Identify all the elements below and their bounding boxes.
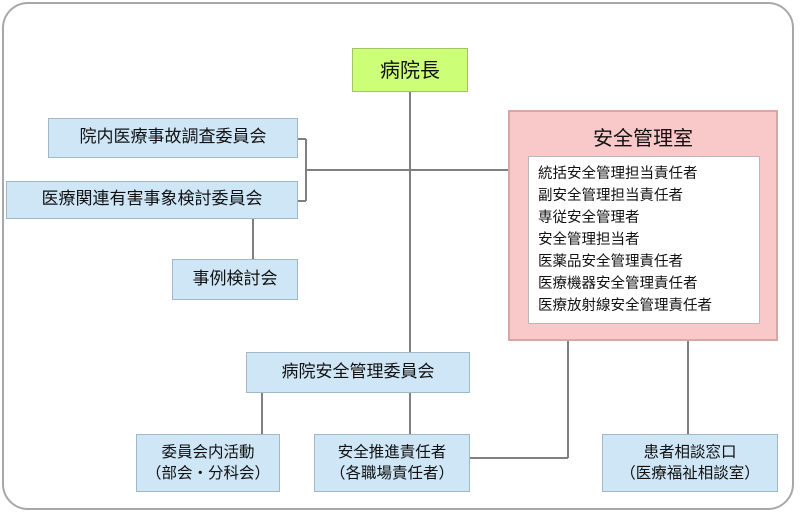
safety-office-member: 専従安全管理者 [538,210,640,226]
safety-promotion-line2: （各職場責任者） [329,464,454,482]
accident-investigation-committee-box: 院内医療事故調査委員会 [48,118,298,158]
hospital-safety-committee-box: 病院安全管理委員会 [246,352,470,393]
committee-activities-box: 委員会内活動 （部会・分科会） [136,434,280,492]
safety-management-office-box: 安全管理室 統括安全管理担当責任者 副安全管理担当責任者 専従安全管理者 安全管… [508,110,778,341]
adverse-event-committee-box: 医療関連有害事象検討委員会 [6,181,298,219]
patient-consultation-line1: 患者相談窓口 [643,443,737,462]
safety-office-member: 副安全管理担当責任者 [538,188,683,204]
safety-office-member: 統括安全管理担当責任者 [538,166,698,182]
patient-consultation-line2: （医療福祉相談室） [620,464,760,482]
diagram-frame [2,2,794,510]
safety-office-member: 医薬品安全管理責任者 [538,254,683,270]
safety-office-member: 安全管理担当者 [538,232,640,248]
safety-office-member-list: 統括安全管理担当責任者 副安全管理担当責任者 専従安全管理者 安全管理担当者 医… [528,156,760,324]
safety-promotion-line1: 安全推進責任者 [337,443,447,462]
patient-consultation-box: 患者相談窓口 （医療福祉相談室） [602,434,778,492]
safety-office-member: 医療機器安全管理責任者 [538,276,698,292]
director-box: 病院長 [352,48,468,92]
committee-activities-line2: （部会・分科会） [145,464,270,482]
safety-promotion-box: 安全推進責任者 （各職場責任者） [314,434,470,492]
safety-office-title: 安全管理室 [593,126,693,150]
safety-office-member: 医療放射線安全管理責任者 [538,298,712,314]
committee-activities-line1: 委員会内活動 [161,443,255,462]
case-review-box: 事例検討会 [172,259,298,300]
